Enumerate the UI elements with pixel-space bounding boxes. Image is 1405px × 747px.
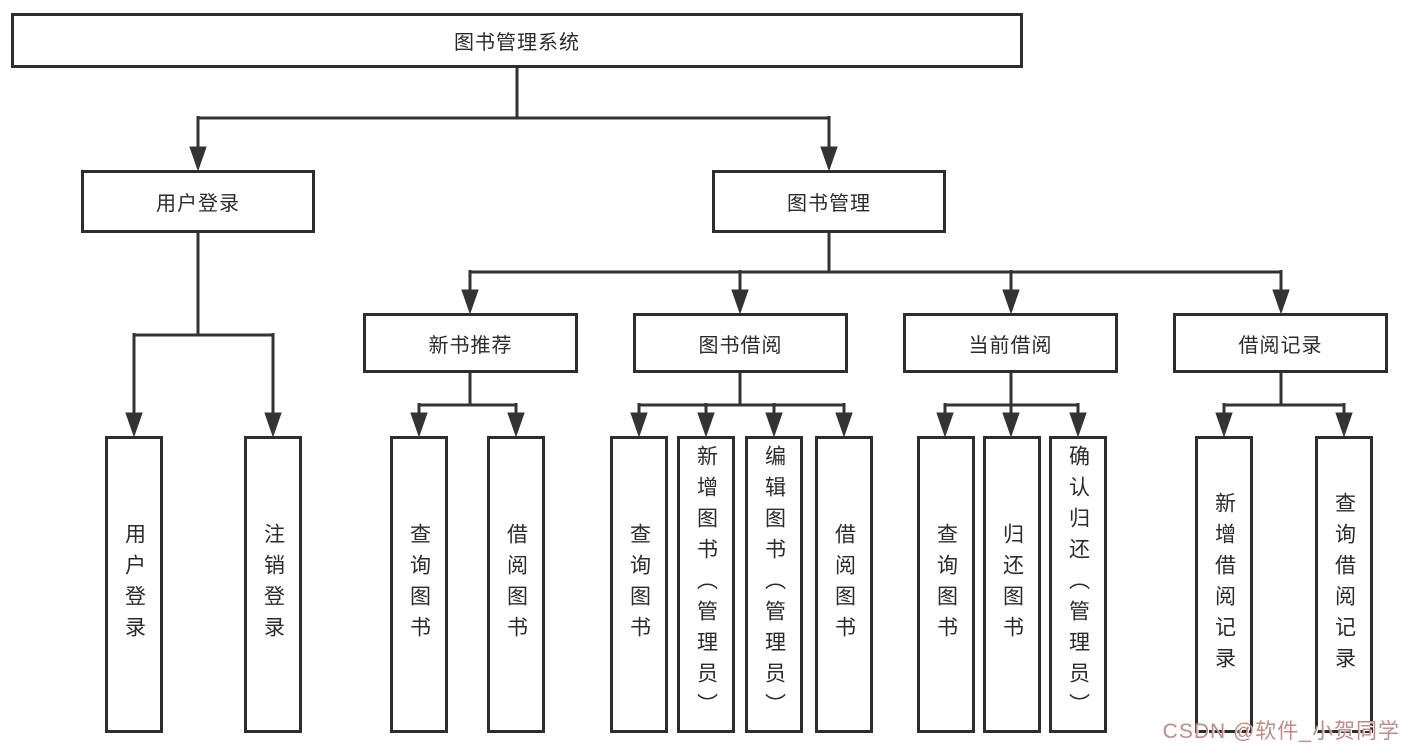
node-label: 借阅图书 [504,522,528,647]
leaf-borrowing-query-books: 查询图书 [610,436,668,733]
node-label: 新增图书（管理员） [694,445,718,724]
leaf-borrowing-borrow-books: 借阅图书 [815,436,873,733]
node-label: 借阅图书 [832,522,856,647]
leaf-records-query-record: 查询借阅记录 [1315,436,1373,733]
node-label: 当前借阅 [968,334,1053,357]
node-label: 用户登录 [156,193,240,215]
node-label: 图书借阅 [698,334,783,357]
leaf-borrowing-add-books-admin: 新增图书（管理员） [677,436,735,733]
node-label: 查询借阅记录 [1332,491,1356,678]
node-label: 借阅记录 [1238,334,1323,357]
node-book-management: 图书管理 [712,170,946,233]
leaf-records-add-record: 新增借阅记录 [1195,436,1253,733]
node-label: 用户登录 [122,522,146,647]
leaf-user-login: 用户登录 [105,436,163,733]
leaf-newbook-query-books: 查询图书 [390,436,448,733]
node-label: 新增借阅记录 [1212,491,1236,678]
node-label: 注销登录 [261,522,285,647]
leaf-borrowing-edit-books-admin: 编辑图书（管理员） [745,436,803,733]
node-label: 图书管理 [787,193,871,215]
leaf-current-confirm-return-admin: 确认归还（管理员） [1049,436,1107,733]
node-root: 图书管理系统 [11,13,1023,68]
node-label: 确认归还（管理员） [1066,445,1090,724]
node-label: 编辑图书（管理员） [762,445,786,724]
node-label: 查询图书 [407,522,431,647]
node-user-login: 用户登录 [81,170,315,233]
node-label: 查询图书 [627,522,651,647]
leaf-current-query-books: 查询图书 [917,436,975,733]
node-new-book-recommendation: 新书推荐 [363,313,578,373]
watermark: CSDN @软件_小贺同学 [1162,720,1400,743]
node-borrowing-records: 借阅记录 [1173,313,1388,373]
leaf-current-return-books: 归还图书 [983,436,1041,733]
leaf-logout: 注销登录 [244,436,302,733]
node-label: 查询图书 [934,522,958,647]
node-label: 图书管理系统 [454,32,580,54]
leaf-newbook-borrow-books: 借阅图书 [487,436,545,733]
node-label: 归还图书 [1000,522,1024,647]
node-label: 新书推荐 [428,334,513,357]
node-current-borrowing: 当前借阅 [903,313,1118,373]
node-book-borrowing: 图书借阅 [633,313,848,373]
